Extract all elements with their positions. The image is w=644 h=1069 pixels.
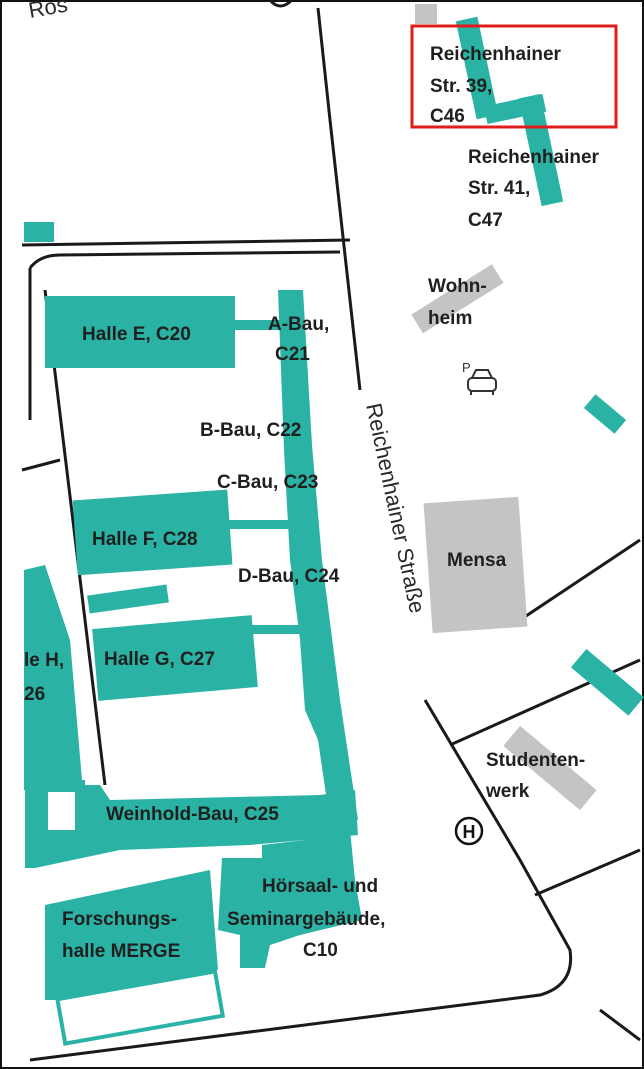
svg-text:H: H (463, 822, 476, 842)
label-hoersaal: Hörsaal- und Seminargebäude, C10 (227, 876, 391, 961)
road-left-stub (21, 458, 61, 472)
connector-halle-f (228, 520, 293, 529)
road-reichenhainer-north (316, 7, 362, 391)
roads (21, 0, 641, 1062)
building-east-strip (570, 649, 644, 716)
road-north-loop (21, 238, 351, 247)
building-halle-f (72, 489, 233, 576)
building-halle-h (24, 565, 82, 790)
bus-stop-icon: H (454, 816, 484, 846)
road-diagonal-west (43, 289, 107, 786)
label-b-bau: B-Bau, C22 (200, 420, 301, 441)
road-inner-loop-top (28, 250, 341, 269)
highlight-box-c46 (410, 24, 618, 129)
label-c46: Reichenhainer Str. 39, C46 (430, 44, 566, 127)
svg-text:P: P (462, 360, 471, 375)
road-top-circle (268, 0, 294, 8)
label-halle-g: Halle G, C27 (104, 649, 215, 670)
label-c-bau: C-Bau, C23 (217, 472, 318, 493)
building-merge-outline (55, 969, 226, 1046)
street-label-reichenhainer: Reichenhainer Straße (361, 401, 430, 616)
label-halle-f: Halle F, C28 (92, 529, 198, 550)
building-halle-e (45, 296, 235, 368)
road-south-curve (29, 699, 573, 1062)
label-c47: Reichenhainer Str. 41, C47 (468, 147, 604, 231)
building-halle-h-base (25, 780, 85, 792)
label-d-bau: D-Bau, C24 (238, 566, 340, 587)
building-weinhold-bau (25, 785, 358, 868)
parking-icon: P (462, 360, 497, 395)
building-halle-g (92, 615, 258, 701)
street-label-top: Ros (27, 0, 70, 23)
building-left-stub (24, 222, 54, 242)
label-a-bau: A-Bau, C21 (268, 314, 335, 365)
label-mensa: Mensa (447, 550, 507, 571)
building-studentenwerk (503, 725, 597, 811)
building-c46 (455, 16, 499, 120)
building-c47 (518, 93, 564, 207)
label-wohnheim: Wohn- heim (428, 276, 492, 329)
other-buildings (411, 4, 597, 811)
building-mensa (423, 496, 528, 634)
label-halle-h: le H, 26 (24, 650, 69, 705)
building-a-d-bau-spine (278, 290, 358, 822)
building-top-gray (415, 4, 437, 24)
road-se-corner (599, 1008, 641, 1042)
label-weinhold-bau: Weinhold-Bau, C25 (106, 804, 279, 825)
road-east-upper (519, 538, 641, 622)
campus-buildings (24, 16, 644, 1046)
connector-halle-e (230, 320, 285, 330)
building-east-small (583, 394, 627, 434)
building-small-strip (87, 584, 169, 614)
label-merge: Forschungs- halle MERGE (62, 909, 182, 962)
building-wohnheim (411, 264, 504, 334)
building-forschungshalle-merge (45, 870, 218, 1000)
building-hoersaal-c10 (218, 830, 362, 968)
road-east-branch-2 (534, 848, 641, 897)
label-halle-e: Halle E, C20 (82, 324, 191, 345)
label-studentenwerk: Studenten- werk (485, 750, 591, 802)
connector-halle-g (250, 625, 305, 634)
